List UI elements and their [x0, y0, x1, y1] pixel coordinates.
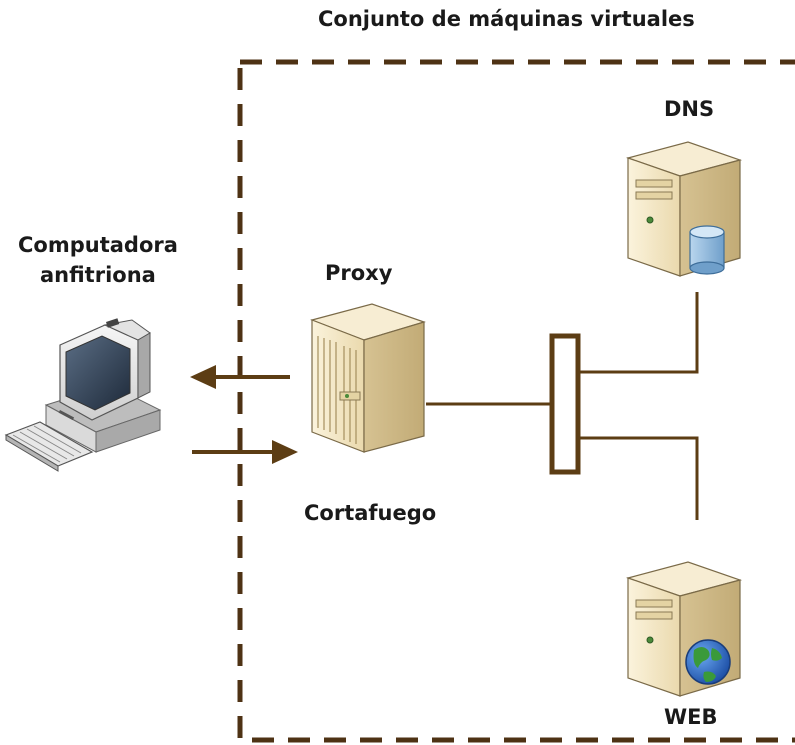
host-label-line2: anfitriona	[40, 263, 156, 287]
proxy-label: Proxy	[325, 261, 393, 285]
switch-to-dns-link	[578, 292, 699, 374]
arrow-proxy-to-host	[190, 365, 290, 389]
group-title: Conjunto de máquinas virtuales	[318, 7, 695, 31]
network-switch	[549, 333, 581, 475]
firewall-label: Cortafuego	[304, 501, 437, 525]
arrow-host-to-proxy	[192, 440, 298, 464]
web-server-icon	[625, 561, 743, 697]
desktop-computer-icon	[4, 318, 162, 472]
database-server-icon	[625, 141, 743, 277]
dns-led	[646, 216, 654, 224]
web-label: WEB	[664, 705, 718, 729]
host-label-line1: Computadora	[18, 233, 178, 257]
network-links	[426, 292, 699, 520]
globe-icon	[685, 639, 731, 685]
database-icon	[689, 225, 725, 275]
web-led	[646, 636, 654, 644]
switch-to-web-link	[578, 436, 699, 520]
tower-server-icon	[310, 303, 426, 453]
virtual-machines-group-border	[237, 59, 795, 743]
dns-label: DNS	[664, 97, 715, 121]
power-led	[345, 394, 349, 398]
